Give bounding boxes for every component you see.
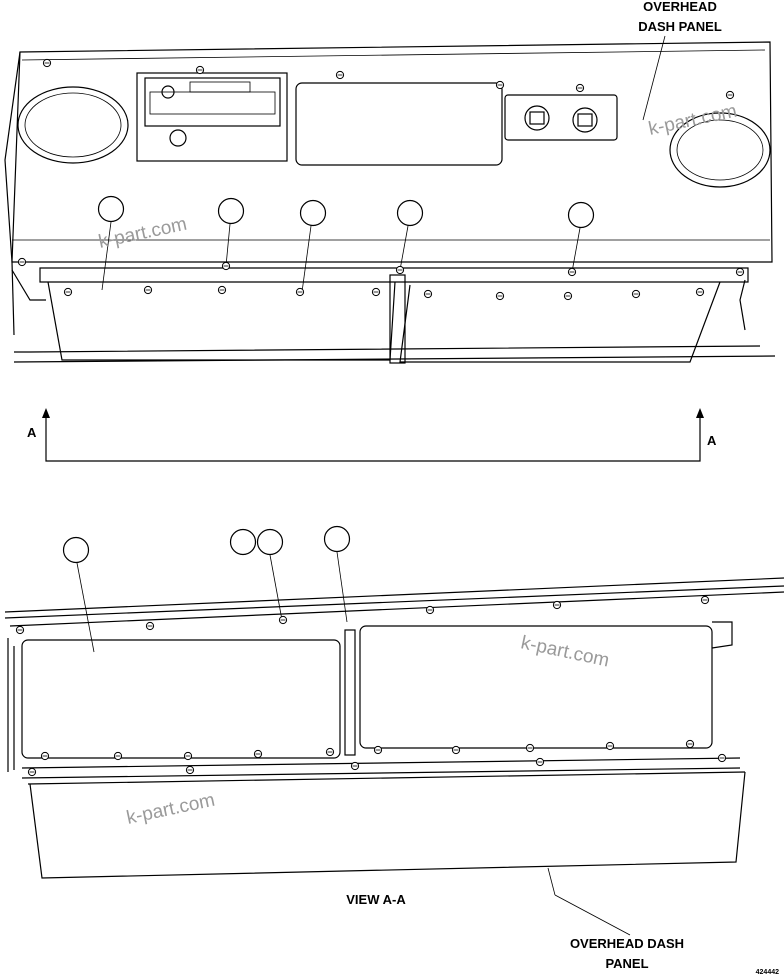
callout-balloon — [229, 528, 257, 556]
callout-balloon — [62, 536, 95, 653]
panel-label-line1: OVERHEAD — [643, 0, 717, 14]
callout-balloon — [323, 525, 351, 623]
view-marker-right: A — [707, 433, 717, 448]
leader-line — [547, 867, 556, 896]
view-title: VIEW A-A — [346, 892, 406, 907]
switch-icon — [504, 94, 618, 141]
callout-balloon — [256, 528, 284, 621]
section-line — [42, 408, 704, 462]
callout-balloon — [299, 199, 327, 293]
panel-label-line2: DASH PANEL — [638, 19, 722, 34]
watermark: k-part.com — [125, 790, 217, 829]
leader-line — [554, 894, 631, 936]
overhead-dash-panel-top-view — [4, 41, 776, 364]
bottom-label-line2: PANEL — [605, 956, 648, 971]
callout-balloon — [567, 201, 595, 273]
callout-balloon — [217, 197, 245, 267]
view-marker-left: A — [27, 425, 37, 440]
leader-line — [642, 35, 666, 121]
screw-icon — [15, 58, 745, 777]
callout-balloon — [97, 195, 125, 291]
radio-icon — [136, 72, 288, 162]
watermark: k-part.com — [647, 101, 739, 140]
bottom-label-line1: OVERHEAD DASH — [570, 936, 684, 951]
speaker-grille-icon — [17, 86, 129, 164]
figure-number: 424442 — [756, 969, 779, 976]
speaker-grille-icon — [669, 112, 771, 188]
callout-balloon — [396, 199, 424, 271]
overhead-dash-panel-view-a-a — [4, 525, 784, 879]
